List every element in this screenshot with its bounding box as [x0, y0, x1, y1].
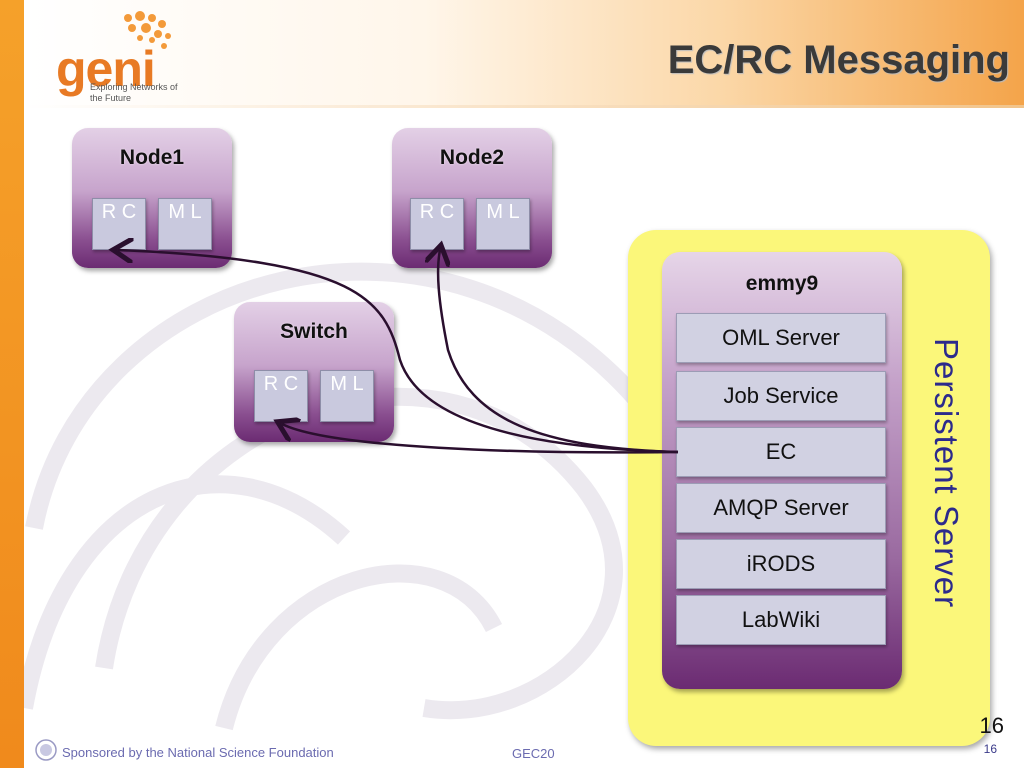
service-oml-server: OML Server [676, 313, 886, 363]
switch-rc-module: R C [254, 370, 308, 422]
node1-rc-module: R C [92, 198, 146, 250]
arrow-ec-to-node2-rc [438, 250, 679, 454]
footer-sponsor-text: Sponsored by the National Science Founda… [62, 745, 334, 760]
emmy9-label: emmy9 [745, 272, 819, 295]
service-irods: iRODS [676, 539, 886, 589]
arrow-ec-to-switch-rc [282, 424, 679, 454]
background-shell-swirl [24, 262, 651, 731]
page-number-small: 16 [983, 742, 997, 756]
logo-tagline: Exploring Networks of the Future [90, 82, 178, 103]
left-accent-stripe [0, 0, 24, 768]
service-ec: EC [676, 427, 886, 477]
switch-label: Switch [280, 320, 348, 343]
node2-ml-module: M L [476, 198, 530, 250]
footer-event-text: GEC20 [512, 746, 555, 761]
node1-box: Node1 R C M L [72, 128, 232, 268]
slide-title: EC/RC Messaging [667, 38, 1010, 82]
service-labwiki: LabWiki [676, 595, 886, 645]
node2-box: Node2 R C M L [392, 128, 552, 268]
switch-box: Switch R C M L [234, 302, 394, 442]
nsf-seal-icon [35, 739, 57, 761]
logo-wordmark: geni [56, 41, 156, 97]
node1-ml-module: M L [158, 198, 212, 250]
node2-label: Node2 [439, 146, 505, 169]
node2-rc-module: R C [410, 198, 464, 250]
persistent-server-label: Persistent Server [928, 338, 965, 609]
service-job-service: Job Service [676, 371, 886, 421]
geni-logo-dots [124, 11, 171, 49]
arrow-ec-to-node1-rc [118, 250, 679, 454]
node1-label: Node1 [119, 146, 185, 169]
page-number-large: 16 [979, 713, 1004, 738]
header-band [24, 0, 1024, 108]
switch-ml-module: M L [320, 370, 374, 422]
service-amqp-server: AMQP Server [676, 483, 886, 533]
